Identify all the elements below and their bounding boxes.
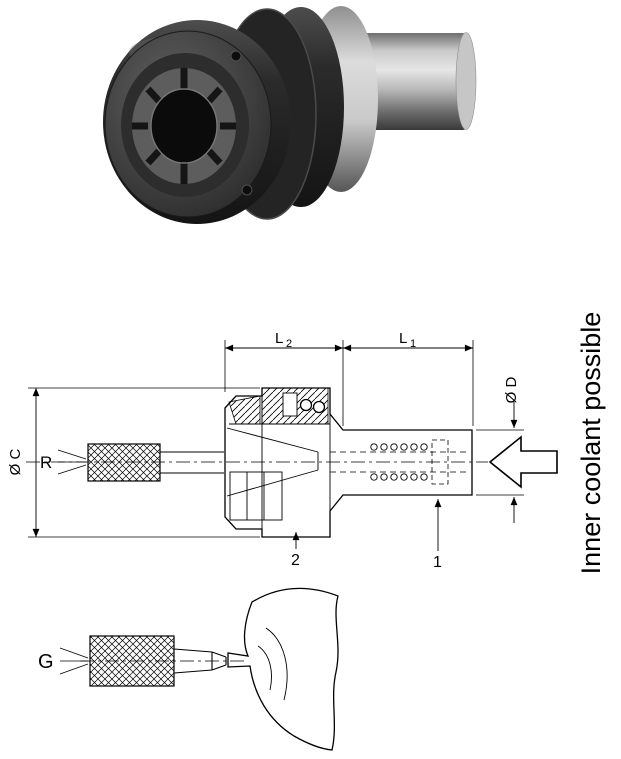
photo-shank-end: [455, 32, 477, 130]
taper-bottom: [226, 469, 319, 497]
dim-label-l1-sub: 1: [410, 338, 416, 350]
detail-screw-knurl: [89, 635, 175, 687]
dim-label-dia-c: Ø C: [7, 449, 24, 476]
coolant-flow-arrow-icon: [488, 435, 558, 489]
dim-label-dia-d: Ø D: [503, 377, 520, 404]
collet-window: [229, 471, 283, 521]
detail-inner-arc-2: [257, 645, 272, 691]
taper-top: [226, 427, 319, 453]
detail-screw-shaft-top: [173, 648, 213, 653]
photo-bore-rim: [150, 88, 218, 164]
detail-screw-shaft-bottom: [173, 669, 213, 674]
coolant-note: Inner coolant possible: [576, 312, 606, 575]
section-hatch-nut: [228, 395, 261, 425]
product-photo: [103, 6, 477, 224]
section-setscrew: [282, 392, 298, 417]
bearing-ball-2: [312, 400, 326, 414]
detail-inner-arc-1: [265, 627, 288, 701]
photo-screw-bottom: [241, 184, 253, 196]
r-leader-lines: [57, 449, 87, 475]
section-labels: L 2 L 1 Ø D Ø C R 2 1: [7, 330, 520, 571]
detail-view: [59, 587, 339, 751]
bearing-ball-1: [299, 398, 313, 412]
photo-collet-slots: [132, 68, 236, 184]
detail-screw-tip-top: [211, 651, 227, 658]
dim-label-l2-sub: 2: [286, 338, 292, 350]
hidden-insert: [431, 439, 449, 485]
section-view: [26, 340, 558, 551]
g-leader-lines: [59, 647, 89, 675]
dim-label-l2: L: [275, 330, 283, 347]
clamp-screw-knurl: [87, 443, 161, 482]
detail-screw-tip-bottom: [211, 664, 227, 671]
photo-bore: [151, 89, 217, 163]
dim-label-l1: L: [399, 330, 407, 347]
thread-label-r: R: [40, 453, 52, 472]
detail-body-fragment: [227, 587, 339, 751]
thread-label-g: G: [38, 651, 54, 673]
callout-2: 2: [291, 552, 300, 569]
photo-screw-top: [230, 50, 242, 62]
callout-1: 1: [433, 554, 442, 571]
coolant-spring: [370, 443, 428, 481]
